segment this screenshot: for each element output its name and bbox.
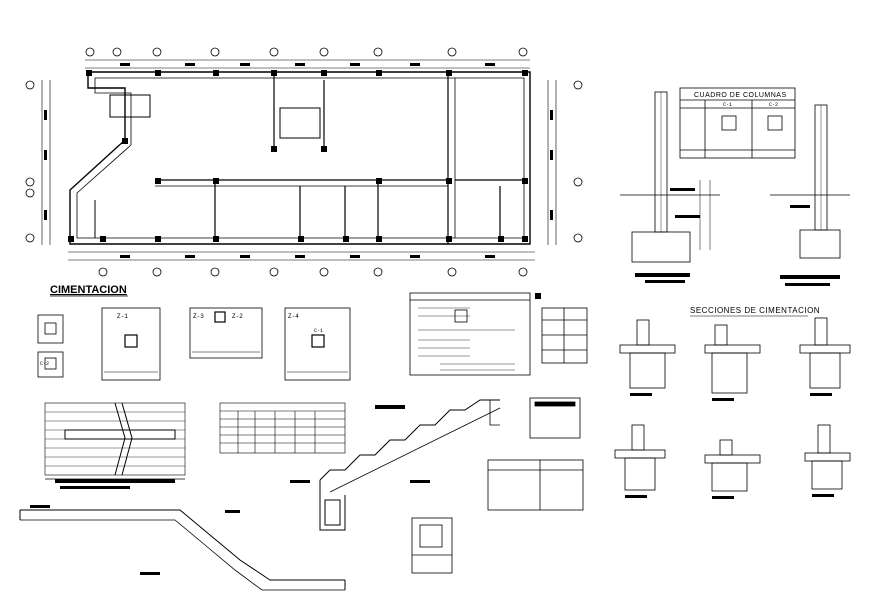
section-captions [625,393,834,499]
brick-wall-caption-bar [55,479,175,489]
cimentacion-title: CIMENTACION [50,284,127,296]
footing-label-c2: C-2 [40,361,49,367]
footing-details [37,307,351,381]
footing-label-z4: Z-4 [288,313,299,320]
secciones-title: SECCIONES DE CIMENTACION [690,306,820,315]
column-schedule-title: CUADRO DE COLUMNAS [694,92,787,99]
footing-label-z3: Z-3 [193,313,204,320]
stair-section-upper [319,399,501,531]
column-schedule [679,87,796,159]
footing-label-z1: Z-1 [117,313,128,320]
column-schedule-header-c1: C-1 [723,102,732,108]
symbol-table [541,307,588,364]
legend-boxes [411,397,584,574]
column-footing-elevation-1 [620,91,720,263]
foundation-sections [614,317,851,492]
column-footing-elevation-2 [770,104,850,259]
column-schedule-header-c2: C-2 [769,102,778,108]
footing-label-c1: C-1 [314,328,323,334]
specifications-box [409,292,531,376]
stair-callouts [30,405,430,575]
footing-label-z2: Z-2 [232,313,243,320]
elevation-captions [635,188,840,286]
grid-bubbles-bottom [98,267,528,277]
plan-columns [44,63,553,258]
grid-bubbles-top [85,47,528,57]
stair-section-lower [19,509,346,591]
footing-schedule-table [219,402,346,454]
grid-bubbles-side [25,80,583,243]
foundation-plan [25,47,583,277]
